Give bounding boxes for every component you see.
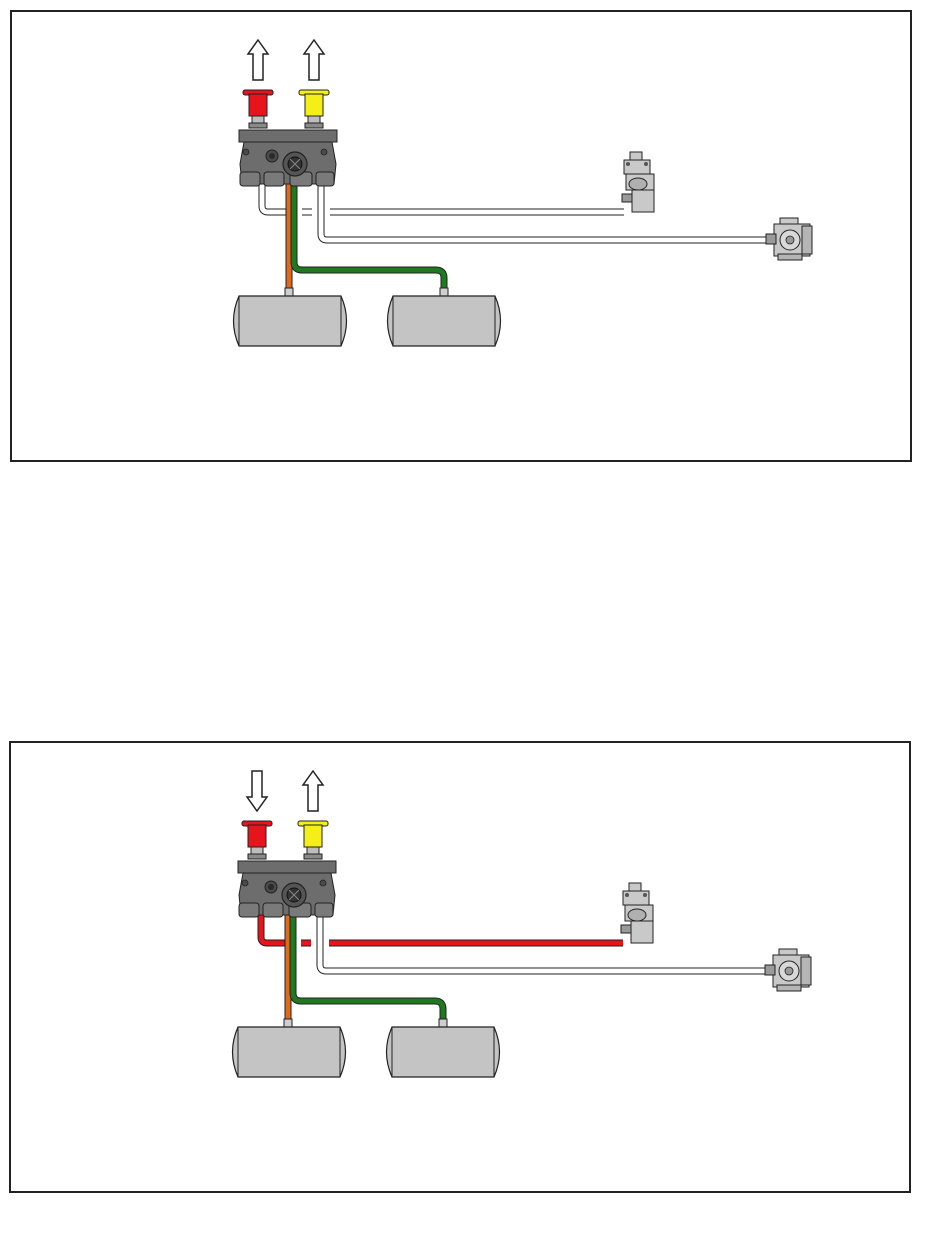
brake-system-diagram [11, 743, 909, 1191]
red-parking-knob[interactable] [242, 821, 272, 859]
tank-fitting-right [439, 1019, 447, 1027]
supply-tank-right-air-tank-icon [387, 1027, 500, 1077]
supply-tank-right-air-tank-icon [388, 296, 501, 346]
brake-system-diagram [12, 12, 910, 460]
diagram-panel-bottom [9, 741, 911, 1193]
supply-tank-left-air-tank-icon [234, 296, 347, 346]
supply-tank-left-air-tank-icon [233, 1027, 346, 1077]
red-parking-knob[interactable] [243, 90, 273, 128]
relay-valve-icon [766, 218, 812, 260]
dash-control-valve-icon [238, 861, 336, 917]
tank-fitting-left [285, 288, 293, 296]
spring-brake-valve-icon [621, 883, 653, 943]
tank-fitting-left [284, 1019, 292, 1027]
upper-line-left-segment [261, 915, 287, 943]
red-knob-arrow-hollow-arrow-icon [247, 771, 267, 811]
tank-fitting-right [440, 288, 448, 296]
upper-line-left-segment [262, 184, 288, 212]
red-knob-arrow-hollow-arrow-icon [248, 40, 268, 80]
yellow-trailer-knob[interactable] [299, 90, 329, 128]
relay-valve-icon [765, 949, 811, 991]
yellow-knob-arrow-hollow-arrow-icon [303, 771, 323, 811]
yellow-knob-arrow-hollow-arrow-icon [304, 40, 324, 80]
yellow-trailer-knob[interactable] [298, 821, 328, 859]
spring-brake-valve-icon [622, 152, 654, 212]
dash-control-valve-icon [239, 130, 337, 186]
diagram-panel-top [10, 10, 912, 462]
